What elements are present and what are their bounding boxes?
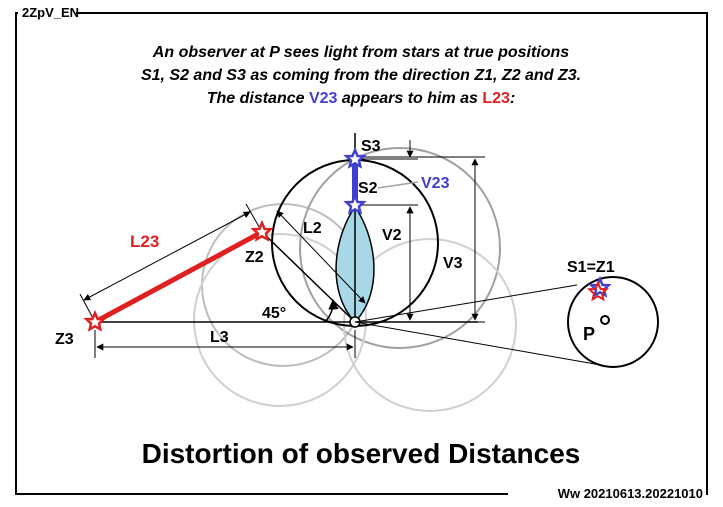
magnifier-cone-bottom — [354, 321, 613, 368]
caption-v23: V23 — [309, 90, 338, 107]
label-s3: S3 — [361, 138, 381, 155]
l23-dimension-line — [83, 211, 251, 301]
l23-segment — [93, 229, 264, 325]
label-z3: Z3 — [55, 331, 74, 348]
label-s2: S2 — [358, 180, 378, 197]
caption-line-3-end: : — [510, 90, 515, 107]
star-z1-red-icon — [586, 280, 610, 302]
angle-arc — [324, 298, 339, 323]
v23-leader — [377, 181, 419, 189]
caption-line-2: S1, S2 and S3 as coming from the directi… — [141, 67, 581, 84]
star-s3-icon — [343, 146, 367, 169]
footer-version-background — [508, 486, 706, 502]
caption-l23: L23 — [482, 90, 510, 107]
label-v2: V2 — [382, 227, 402, 244]
label-z2: Z2 — [245, 249, 264, 266]
label-p: P — [583, 324, 595, 344]
header-tag: 2ZpV_EN — [22, 5, 79, 20]
star-s2-icon — [343, 192, 367, 215]
magnifier-cone-top — [354, 284, 578, 323]
outer-frame — [15, 12, 708, 495]
label-angle: 45° — [262, 305, 286, 322]
footer-version: Ww 20210613.20221010 — [558, 486, 703, 501]
header-tag-background — [18, 4, 76, 20]
l2-dimension-line — [276, 210, 366, 304]
label-v23: V23 — [421, 175, 450, 192]
label-v3: V3 — [443, 255, 463, 272]
caption-line-3-middle: appears to him as — [337, 90, 482, 107]
magnified-observer-point — [600, 315, 610, 325]
page-title: Distortion of observed Distances — [142, 438, 581, 469]
star-z3-icon — [83, 309, 107, 332]
label-s1z1: S1=Z1 — [567, 259, 615, 276]
label-l2: L2 — [303, 220, 322, 237]
caption-line-1: An observer at P sees light from stars a… — [152, 44, 570, 61]
star-z2-icon — [250, 219, 274, 242]
caption-line-3: The distance V23 appears to him as L23: — [207, 90, 516, 107]
label-l3: L3 — [210, 329, 229, 346]
magnifier-circle — [567, 276, 659, 368]
label-l23: L23 — [130, 232, 159, 251]
caption-line-3-start: The distance — [207, 90, 309, 107]
